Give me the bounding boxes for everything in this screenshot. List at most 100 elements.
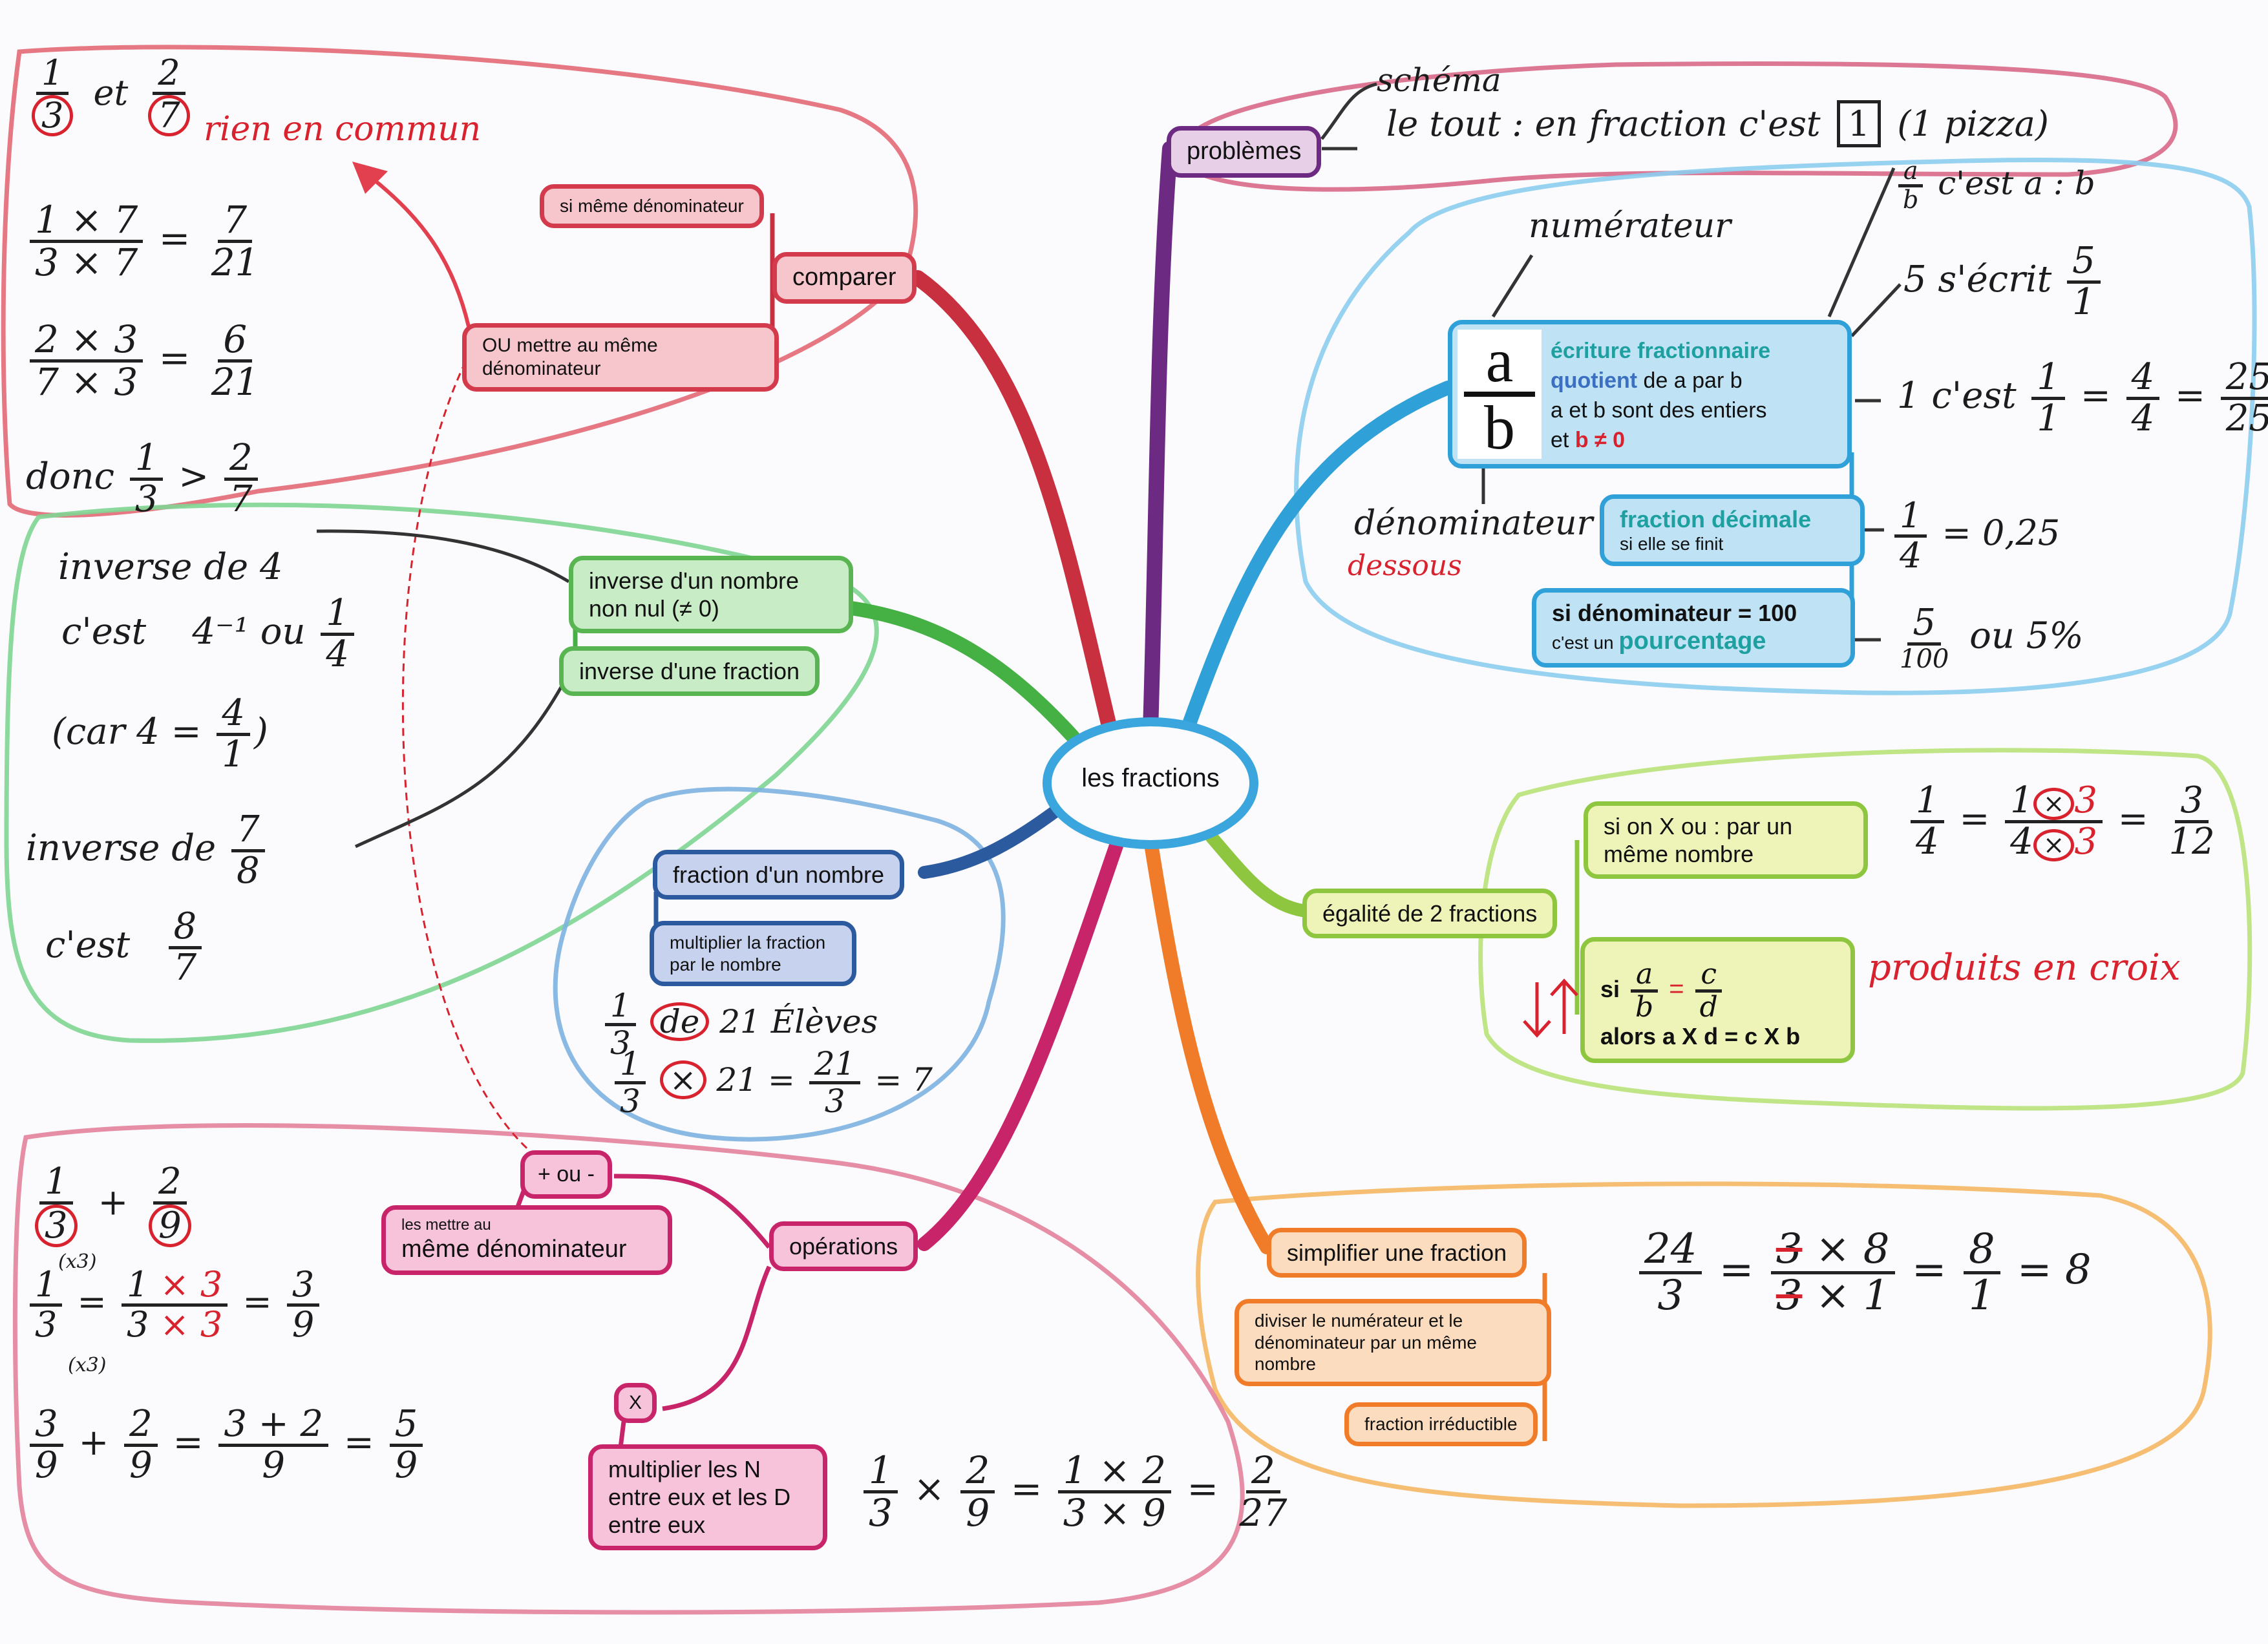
- branch-inverse: [840, 600, 1080, 744]
- node-comparer[interactable]: comparer: [772, 252, 917, 304]
- ecriture-quotient-line: quotient de a par b: [1551, 368, 1743, 393]
- line-problemes-schema: [1320, 82, 1377, 140]
- ecriture-condition: et b ≠ 0: [1551, 428, 1626, 452]
- meme-denominateur-big: même dénominateur: [401, 1235, 627, 1263]
- node-plus-ou-moins[interactable]: + ou -: [520, 1150, 612, 1199]
- node-diviser-label: diviser le numérateur et le dénominateur…: [1255, 1311, 1477, 1375]
- node-si-meme-denominateur[interactable]: si même dénominateur: [540, 184, 764, 228]
- pourcentage-title: si dénominateur = 100: [1552, 600, 1797, 626]
- node-fraction-nombre-label: fraction d'un nombre: [673, 861, 885, 888]
- node-inverse-nombre[interactable]: inverse d'un nombre non nul (≠ 0): [569, 556, 853, 634]
- branch-comparer: [910, 270, 1119, 744]
- node-fraction-irreductible-label: fraction irréductible: [1364, 1414, 1518, 1434]
- cluster-outline-simplifier: [1196, 1181, 2212, 1508]
- connector-ops-plus: [613, 1174, 771, 1249]
- fraction-a-over-b: a b: [1457, 330, 1542, 459]
- node-fraction-decimale[interactable]: fraction décimale si elle se finit: [1600, 494, 1865, 566]
- fraction-bar: [1464, 392, 1535, 397]
- note-le-tout: le tout : en fraction c'est 1 (1 pizza): [1386, 100, 2049, 147]
- cluster-outline-fraction-nombre: [553, 786, 1006, 1142]
- connector-ops-times: [662, 1265, 772, 1411]
- central-node[interactable]: les fractions: [1047, 764, 1254, 793]
- note-et: et: [93, 72, 129, 113]
- node-inverse-nombre-label: inverse d'un nombre non nul (≠ 0): [589, 567, 800, 622]
- note-le-tout-boxed-one: 1: [1836, 100, 1881, 147]
- node-fraction-d-un-nombre[interactable]: fraction d'un nombre: [653, 850, 905, 900]
- node-egalite-2-fractions[interactable]: égalité de 2 fractions: [1302, 889, 1558, 939]
- cluster-outline-operations: [12, 1122, 1245, 1615]
- central-node-outline: [1043, 717, 1258, 849]
- node-problemes-label: problèmes: [1187, 138, 1302, 165]
- note-rien-en-commun: rien en commun: [204, 110, 482, 149]
- arrow-head-rien: [352, 162, 388, 194]
- node-multiplier-fraction-label: multiplier la fraction par le nombre: [670, 933, 826, 975]
- cluster-outline-inverse: [4, 502, 879, 1043]
- node-meme-denominateur[interactable]: les mettre au même dénominateur: [381, 1205, 672, 1276]
- note-schema: schéma: [1377, 61, 1501, 99]
- node-inverse-fraction[interactable]: inverse d'une fraction: [559, 646, 820, 697]
- node-pourcentage[interactable]: si dénominateur = 100 c'est un pourcenta…: [1532, 588, 1855, 668]
- node-times[interactable]: X: [614, 1383, 657, 1423]
- cluster-outline-problemes: [1187, 61, 2178, 192]
- rule-alors-line: alors a X d = c X b: [1600, 1023, 1801, 1050]
- node-multiplier-fraction[interactable]: multiplier la fraction par le nombre: [650, 921, 856, 987]
- branch-simplifier: [1143, 833, 1274, 1254]
- node-si-on-x-label: si on X ou : par un même nombre: [1604, 813, 1793, 868]
- node-ou-mettre-label: OU mettre au même dénominateur: [482, 335, 658, 379]
- node-diviser[interactable]: diviser le numérateur et le dénominateur…: [1235, 1299, 1551, 1386]
- ecriture-title: écriture fractionnaire: [1551, 339, 1771, 363]
- node-operations-label: opérations: [789, 1233, 898, 1259]
- line-note-a-b: [1827, 167, 1896, 317]
- note-produits-en-croix: produits en croix: [1868, 947, 2181, 989]
- node-si-on-x[interactable]: si on X ou : par un même nombre: [1584, 801, 1868, 880]
- node-plus-ou-moins-label: + ou -: [538, 1162, 595, 1186]
- note-denominateur: dénominateur: [1354, 504, 1593, 543]
- node-ecriture-fractionnaire[interactable]: a b écriture fractionnaire quotient de a…: [1448, 320, 1852, 469]
- line-note-5: [1850, 283, 1902, 337]
- letter-b: b: [1484, 393, 1515, 462]
- branch-ecriture: [1182, 381, 1455, 731]
- arrows-up-down: [1523, 978, 1578, 1038]
- note-le-tout-text: le tout : en fraction c'est: [1386, 103, 1821, 144]
- node-inverse-fraction-label: inverse d'une fraction: [579, 658, 800, 684]
- node-simplifier[interactable]: simplifier une fraction: [1267, 1228, 1527, 1278]
- node-times-label: X: [629, 1392, 642, 1413]
- node-ou-mettre-meme-denominateur[interactable]: OU mettre au même dénominateur: [462, 323, 779, 392]
- arrow-numerateur: [1491, 254, 1534, 318]
- note-x3-bottom: (x3): [68, 1354, 107, 1376]
- cluster-outline-ecriture: [1294, 158, 2257, 695]
- branch-problemes: [1143, 141, 1178, 738]
- meme-denominateur-small: les mettre au: [401, 1216, 491, 1234]
- node-multiplier-n-d[interactable]: multiplier les N entre eux et les D entr…: [588, 1444, 827, 1550]
- node-operations[interactable]: opérations: [769, 1221, 918, 1272]
- branch-operations: [917, 833, 1125, 1251]
- node-si-meme-denominateur-label: si même dénominateur: [560, 196, 744, 216]
- arrow-inverse-7-8: [354, 684, 564, 848]
- node-problemes[interactable]: problèmes: [1167, 126, 1322, 178]
- node-multiplier-n-d-label: multiplier les N entre eux et les D entr…: [608, 1456, 791, 1539]
- note-dessous: dessous: [1348, 549, 1462, 582]
- branch-egalite: [1202, 827, 1312, 918]
- node-fraction-irreductible[interactable]: fraction irréductible: [1344, 1402, 1538, 1446]
- node-simplifier-label: simplifier une fraction: [1287, 1239, 1507, 1266]
